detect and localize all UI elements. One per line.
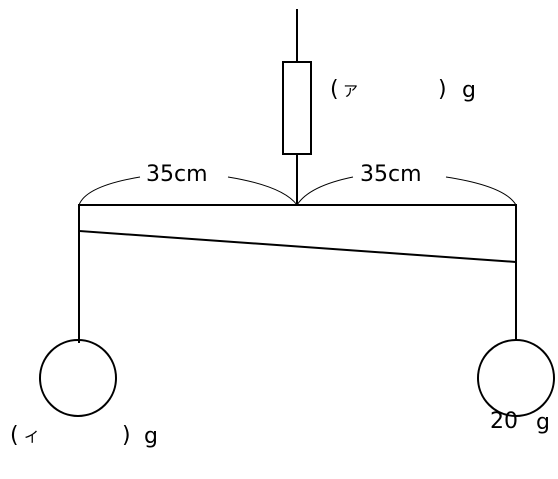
spring-scale [282, 61, 312, 155]
right-distance-arc-left [296, 176, 354, 206]
right-distance-label: 35cm [360, 162, 422, 187]
right-weight-label-unit: g [536, 410, 550, 435]
balance-bar [78, 204, 517, 264]
scale-label-open: ( [330, 77, 339, 102]
left-weight [39, 339, 117, 417]
left-distance-arc-right [227, 176, 298, 206]
right-weight-label-value: 20 [490, 409, 518, 434]
scale-label-unit: g [462, 78, 476, 103]
left-distance-label: 35cm [146, 162, 208, 187]
left-weight-label-open: ( [10, 423, 19, 448]
left-weight-label-kana: イ [24, 428, 39, 446]
left-weight-label-unit: g [144, 424, 158, 449]
scale-label-close: ) [438, 77, 447, 102]
right-weight [477, 339, 555, 417]
left-weight-label-close: ) [122, 423, 131, 448]
right-distance-arc-right [445, 176, 517, 206]
scale-label-kana: ア [343, 82, 358, 100]
left-distance-arc [78, 176, 141, 206]
